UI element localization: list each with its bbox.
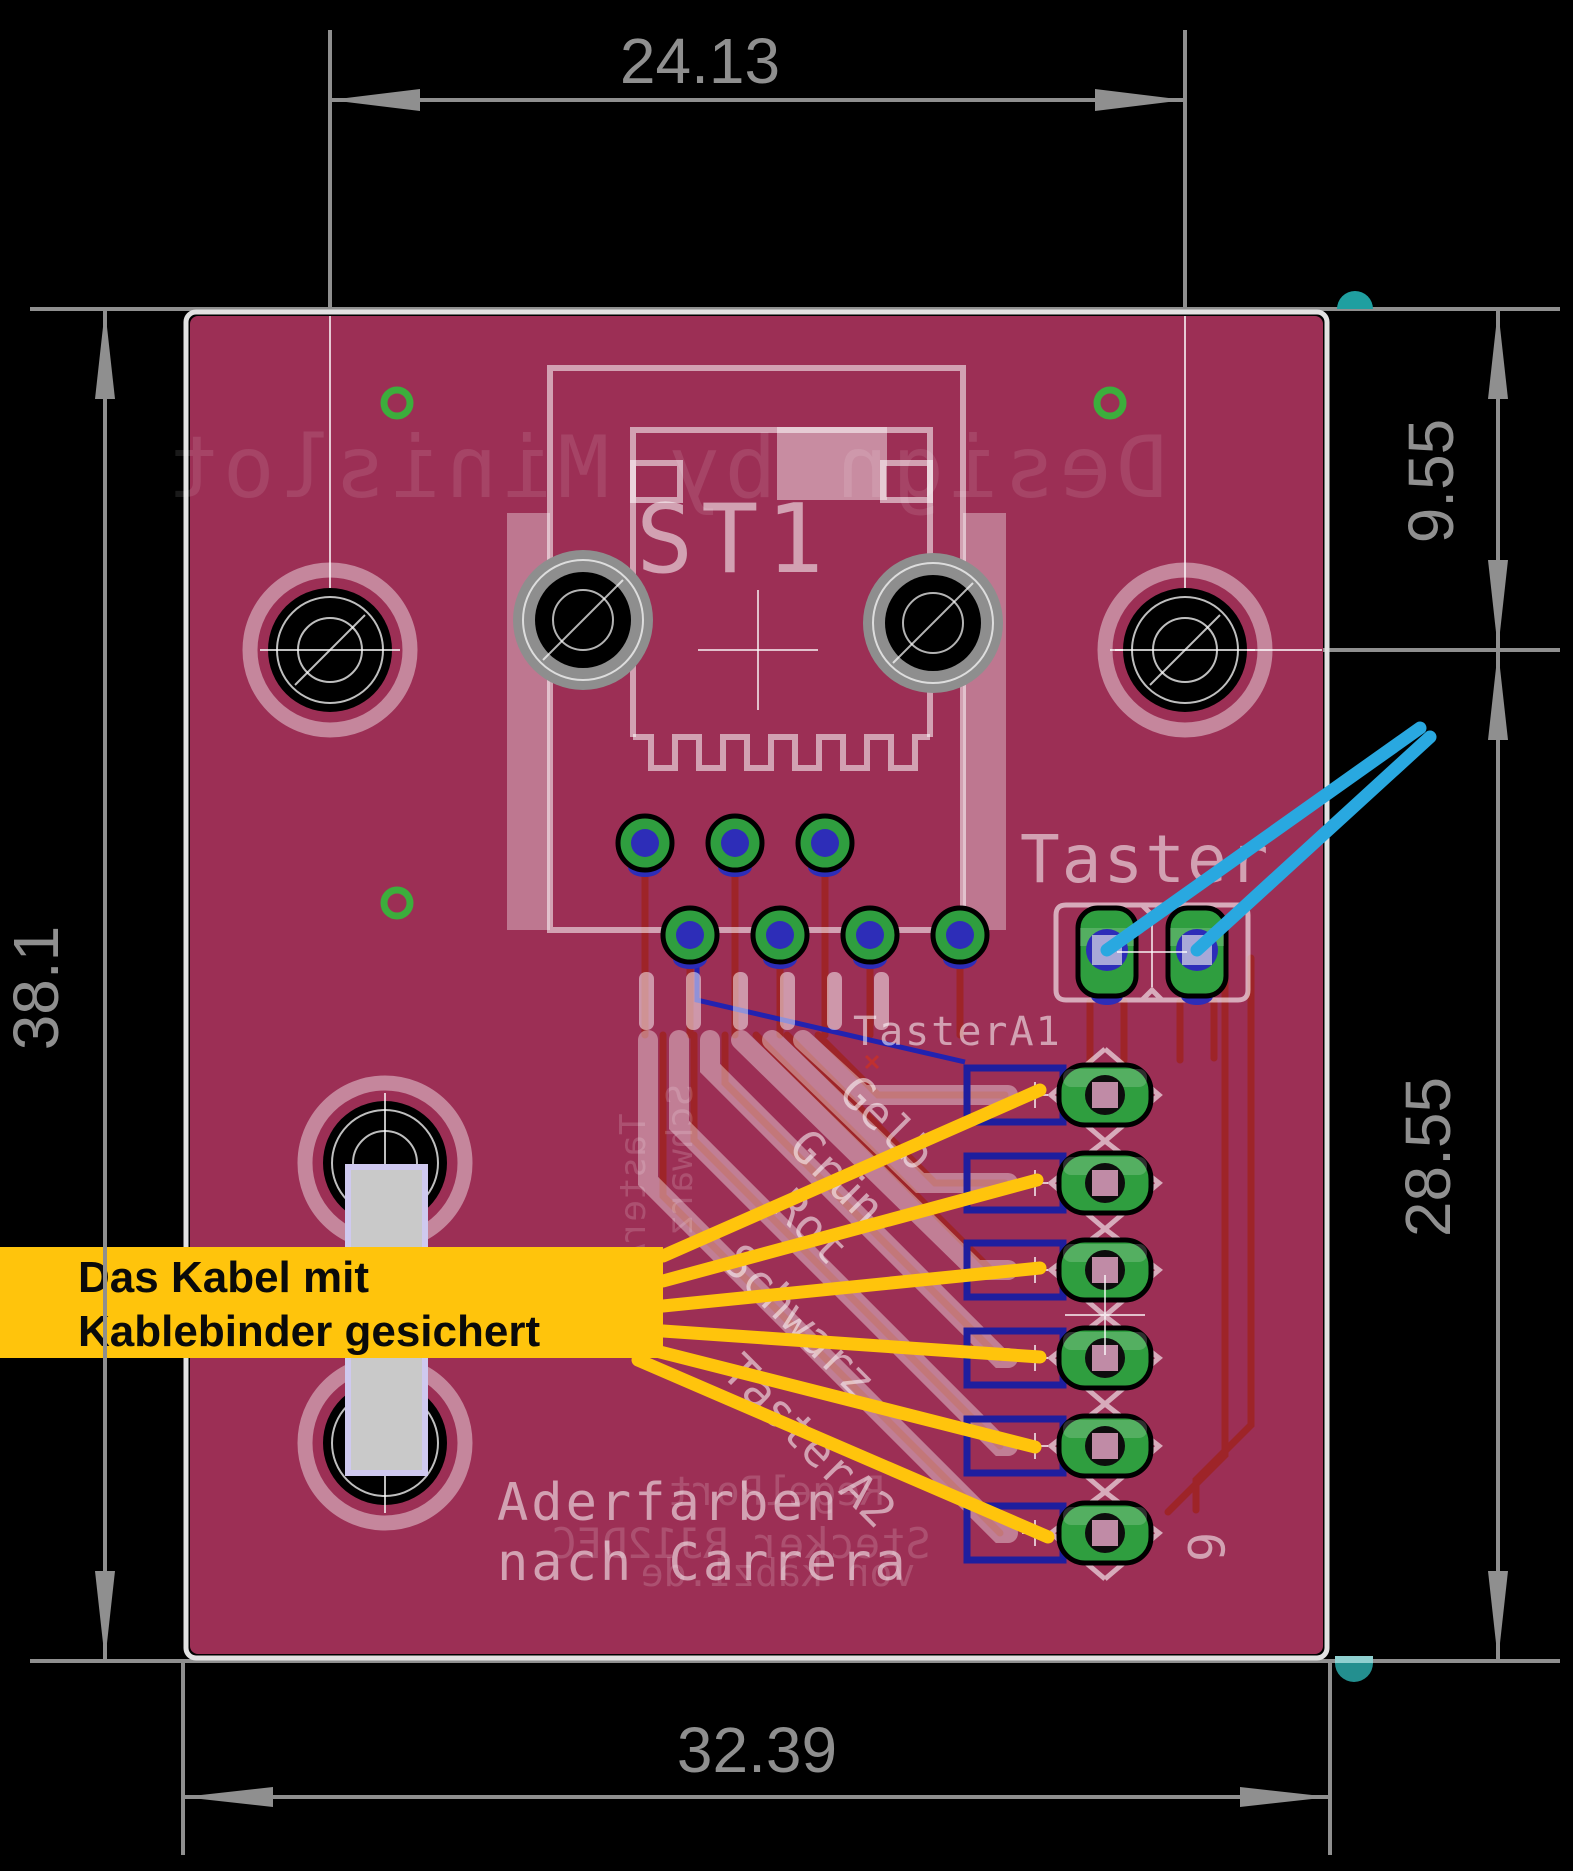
mirrored-bottom-texts: RegelPort Stecker RJ12DEC von kabz1.de T…: [551, 1084, 930, 1595]
st1-label: ST1: [636, 485, 832, 595]
rj-pad: [705, 813, 765, 877]
banner-text-line2: Kablebinder gesichert: [78, 1307, 540, 1356]
taster-pad-2: [1165, 905, 1229, 1005]
dimension-left-value: 38.1: [0, 926, 72, 1051]
st1-pale-notch: [777, 427, 887, 500]
rj-pads-row2: [660, 905, 990, 969]
dimension-right-upper-value: 9.55: [1395, 419, 1467, 544]
dimension-annotations: 24.13 38.1 9.55 28.55 32.39: [0, 25, 1508, 1807]
mounting-hole-top-right: [1097, 562, 1273, 738]
mirrored-vertical-schwarz: Schwarz: [660, 1084, 701, 1236]
header-pad-5: [1056, 1413, 1154, 1479]
yellow-wire-pointer-lines: [631, 1083, 1055, 1544]
cable-note-banner: Das Kabel mit Kablebinder gesichert: [0, 1247, 663, 1358]
st1-latch-hole-left: [513, 550, 653, 690]
header-pad-2: [1056, 1150, 1154, 1216]
banner-text-line1: Das Kabel mit: [78, 1253, 369, 1302]
rj-pads-row1: [615, 813, 855, 877]
via-rings: [380, 386, 1127, 920]
pin-header: 6: [963, 1047, 1234, 1581]
via-middle-left: [380, 886, 414, 920]
aderfarben-line1: Aderfarben: [497, 1473, 840, 1533]
header-pad-4: [1056, 1325, 1154, 1391]
rj-pad: [795, 813, 855, 877]
dimension-top-value: 24.13: [620, 25, 780, 97]
teal-marker-bottom: [1335, 1663, 1373, 1682]
board-outline: [183, 309, 1330, 1661]
rj-pad: [660, 905, 720, 969]
header-pad-3: [1056, 1237, 1154, 1303]
via-top-left: [380, 386, 414, 420]
mirrored-url: von kabz1.de: [641, 1551, 916, 1595]
header-pad-1: [1056, 1062, 1154, 1128]
header-pin6-label: 6: [1176, 1532, 1234, 1562]
teal-corner-markers: [1335, 291, 1373, 1682]
taster-origin-cross: [1117, 917, 1187, 987]
dimension-arrowheads: [95, 89, 1508, 1807]
mounting-hole-top-left: [242, 562, 418, 738]
mirrored-regelport: RegelPort: [668, 1469, 885, 1515]
st1-latch-hole-right: [863, 553, 1003, 693]
red-x-mark: [864, 1054, 880, 1070]
aderfarben-note: Aderfarben nach Carrera: [497, 1473, 909, 1593]
header-pads: [1056, 1062, 1154, 1566]
wire-label-taster-a1: TasterA1: [853, 1009, 1062, 1055]
header-pad-6: [1056, 1500, 1154, 1566]
teal-marker-bottom-strip: [1335, 1656, 1373, 1664]
aderfarben-line2: nach Carrera: [497, 1533, 909, 1593]
mirrored-stecker: Stecker RJ12DEC: [551, 1519, 930, 1568]
rj-pad: [750, 905, 810, 969]
dimension-right-lower-value: 28.55: [1392, 1077, 1464, 1237]
via-top-right: [1093, 386, 1127, 420]
dimension-bottom-value: 32.39: [677, 1714, 837, 1786]
rj-pad: [615, 813, 675, 877]
banner-background: [0, 1247, 663, 1358]
rj-pad: [930, 905, 990, 969]
rj-pad: [840, 905, 900, 969]
teal-marker-top: [1337, 291, 1373, 309]
cyan-taster-pointer-lines: [1100, 721, 1437, 957]
st1-origin-cross: [698, 590, 818, 710]
